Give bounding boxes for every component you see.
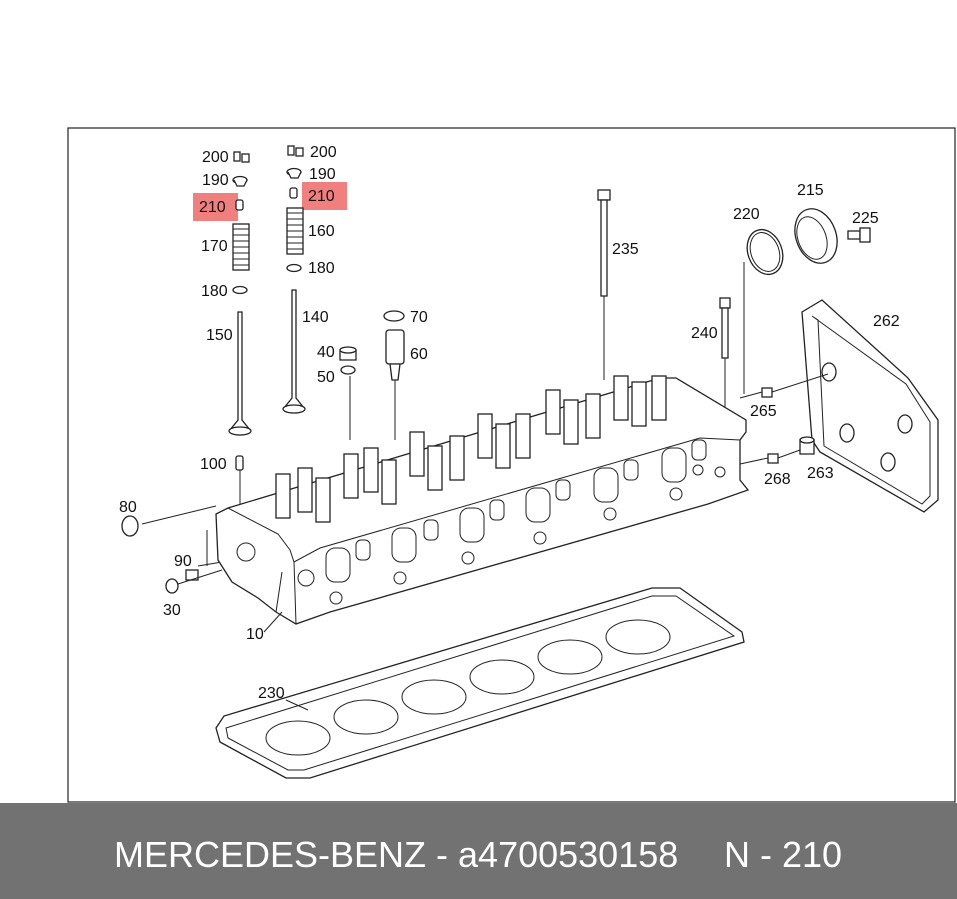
callout-265: 265 (750, 403, 777, 420)
callout-140: 140 (302, 309, 329, 326)
callout-labels: 200 190 210 170 180 150 200 190 210 160 … (119, 144, 900, 702)
cover-215-group (743, 208, 871, 394)
bolt-240 (719, 297, 731, 415)
callout-170: 170 (201, 238, 228, 255)
highlight-210-right (302, 182, 347, 210)
head-gasket-230 (215, 587, 745, 779)
callout-60: 60 (410, 346, 428, 363)
callout-230: 230 (258, 685, 285, 702)
callout-180-left: 180 (201, 283, 228, 300)
footer-brand-part-number: MERCEDES-BENZ - a4700530158 (114, 834, 679, 875)
callout-100: 100 (200, 456, 227, 473)
callout-180-right: 180 (308, 260, 335, 277)
cylinder-head-10 (215, 377, 750, 625)
callout-235: 235 (612, 241, 639, 258)
diagram-frame (67, 127, 956, 803)
footer-part-reference: N - 210 (724, 834, 843, 875)
callout-200-left: 200 (202, 149, 229, 166)
callout-160: 160 (308, 223, 335, 240)
front-fittings (121, 455, 244, 594)
callout-10: 10 (246, 626, 264, 643)
callout-263: 263 (807, 465, 834, 482)
footer-bar: MERCEDES-BENZ - a4700530158 N - 210 (0, 803, 957, 899)
callout-240: 240 (691, 325, 718, 342)
callout-30: 30 (163, 602, 181, 619)
callout-190-right: 190 (309, 166, 336, 183)
callout-70: 70 (410, 309, 428, 326)
callout-190-left: 190 (202, 172, 229, 189)
callout-50: 50 (317, 369, 335, 386)
head-valve-springs (275, 375, 667, 523)
cylinder-head-bolt-235 (597, 189, 611, 380)
callout-210-right: 210 (308, 188, 335, 205)
callout-80: 80 (119, 499, 137, 516)
left-valve-stack (228, 151, 252, 436)
callout-220: 220 (733, 206, 760, 223)
highlight-210-left (193, 193, 238, 221)
callout-268: 268 (764, 471, 791, 488)
small-fasteners (739, 373, 829, 465)
leader-lines (263, 611, 309, 711)
callout-210-left: 210 (199, 199, 226, 216)
callout-40: 40 (317, 344, 335, 361)
callout-225: 225 (852, 210, 879, 227)
callout-90: 90 (174, 553, 192, 570)
callout-150: 150 (206, 327, 233, 344)
right-valve-stack (282, 145, 306, 414)
rear-cover-262 (801, 299, 939, 513)
callout-215: 215 (797, 182, 824, 199)
callout-262: 262 (873, 313, 900, 330)
callout-200-right: 200 (310, 144, 337, 161)
injector-parts (339, 310, 405, 440)
